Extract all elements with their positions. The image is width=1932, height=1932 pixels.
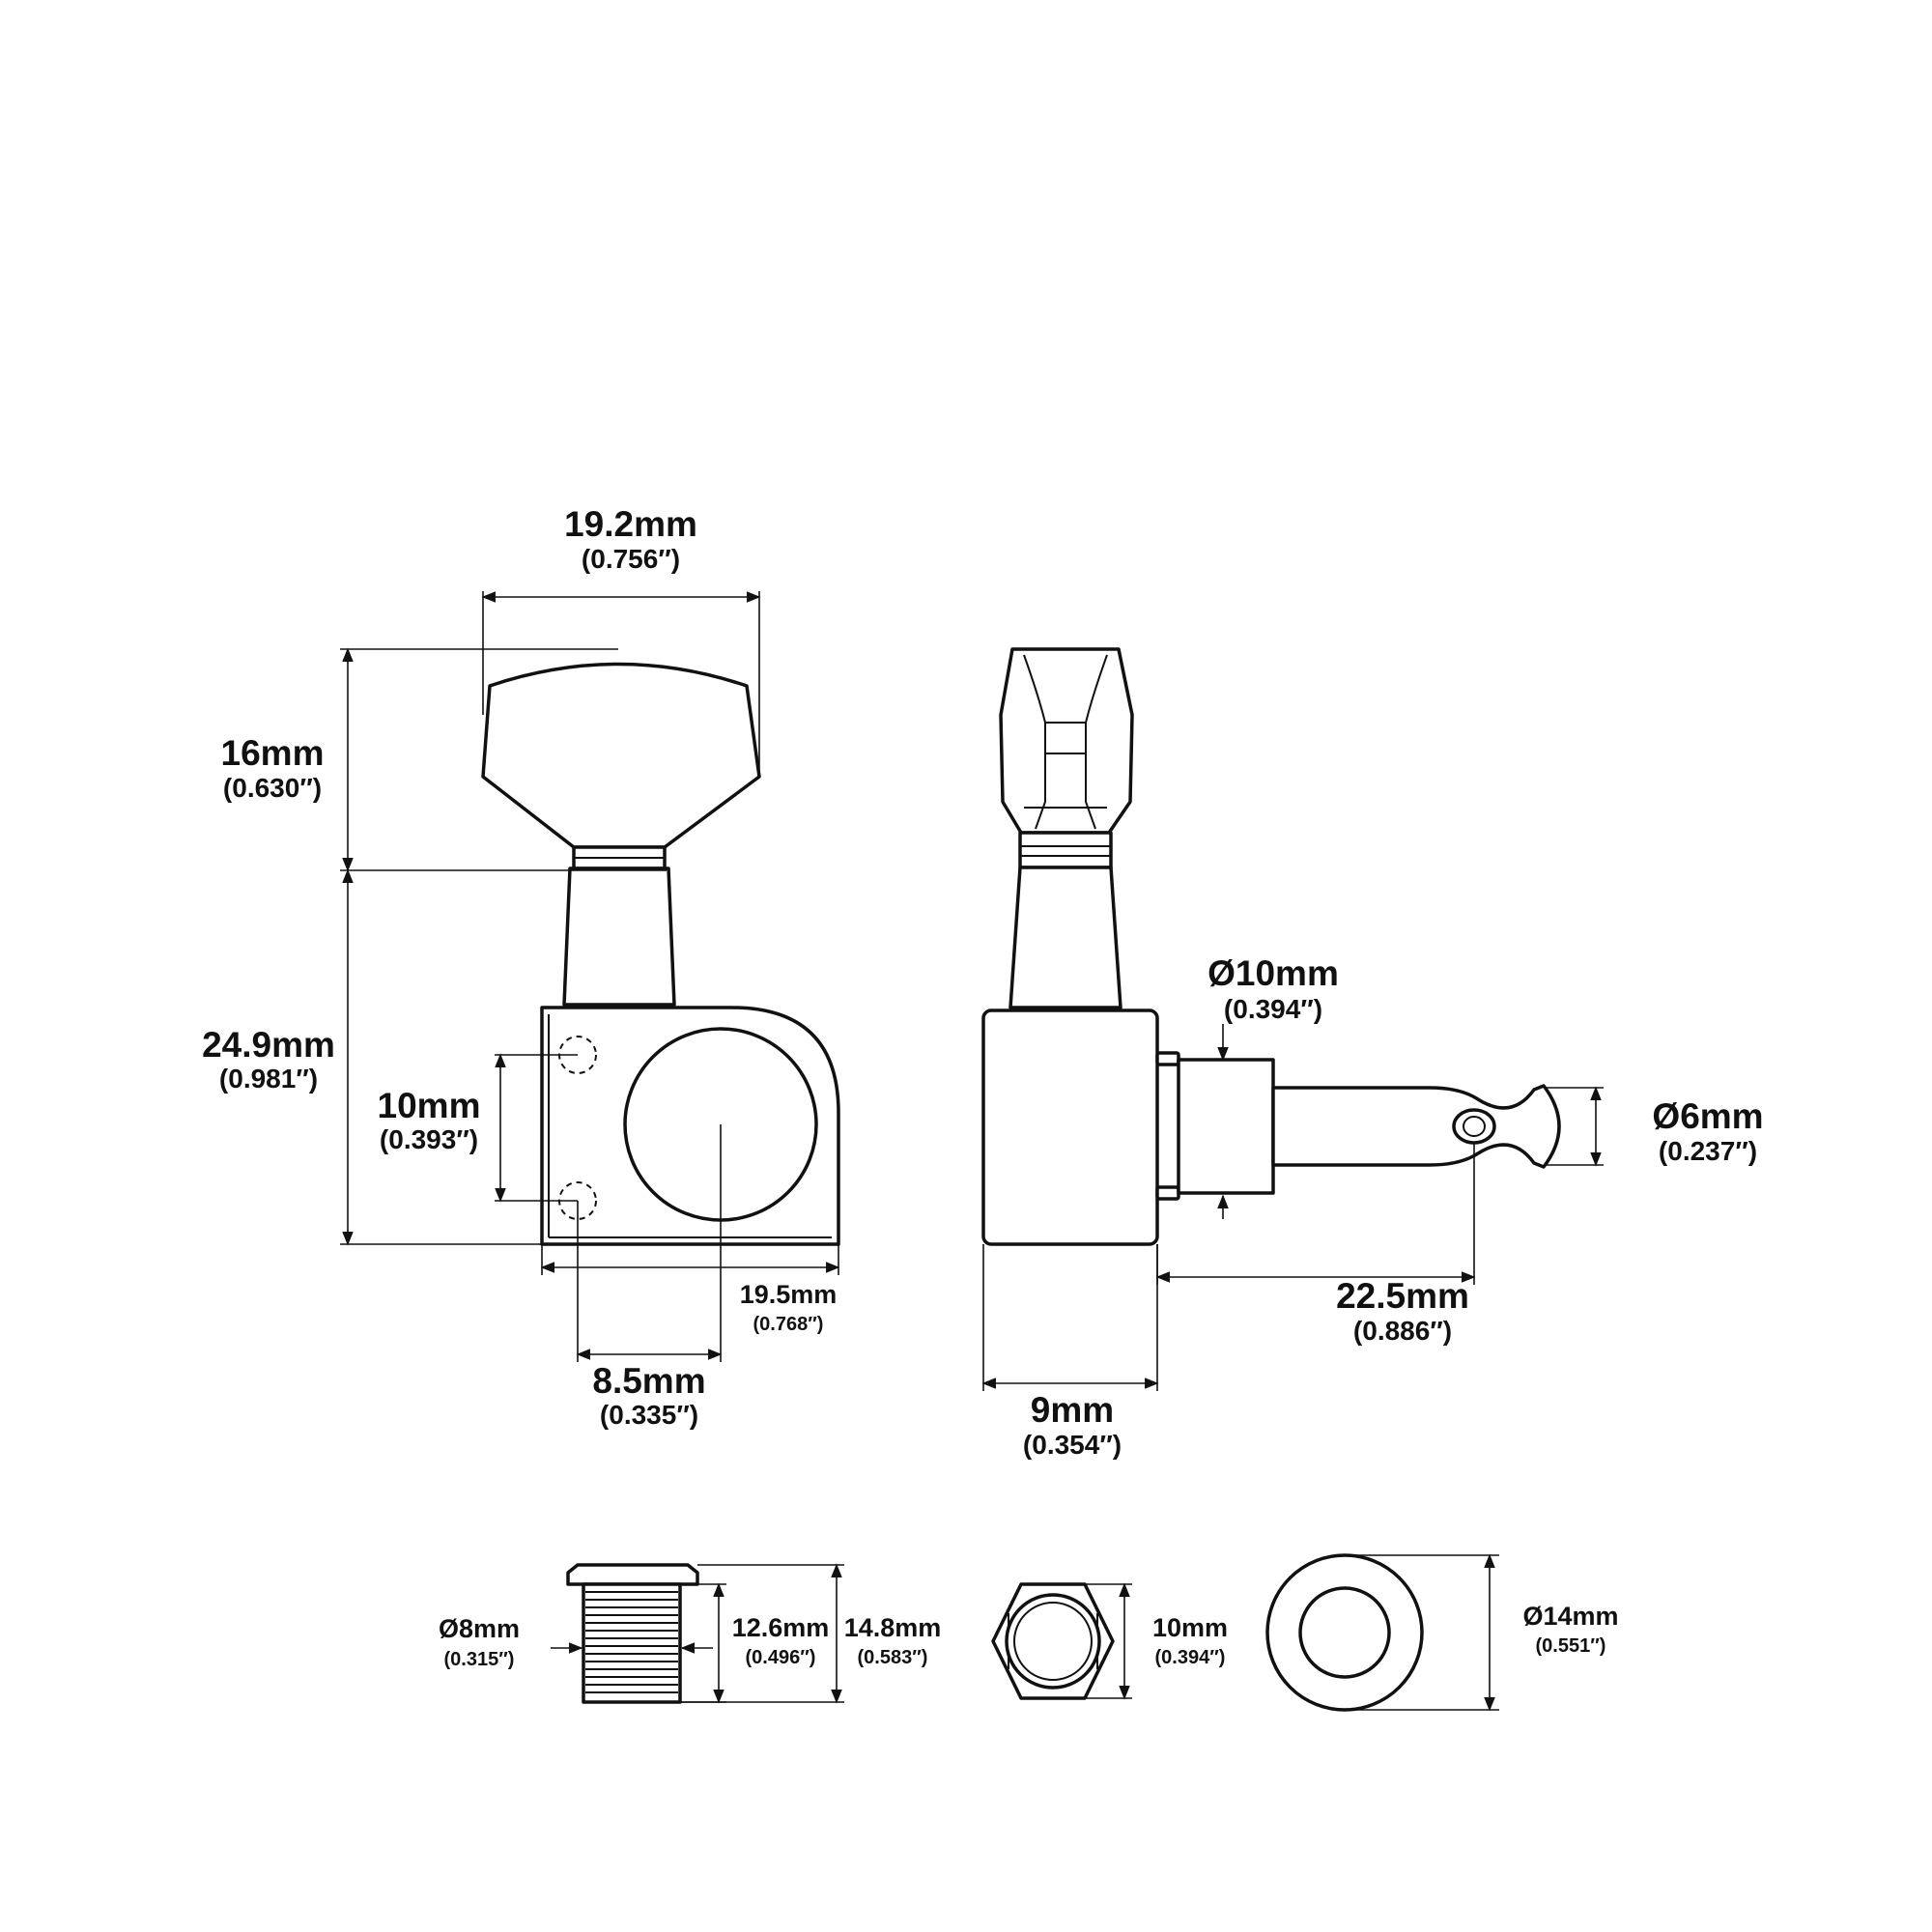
washer-hole: [1298, 1586, 1391, 1679]
thread-diameter-mm: Ø8mm: [439, 1614, 520, 1643]
body-height-mm: 24.9mm: [202, 1025, 335, 1065]
post-base-diameter-mm: Ø10mm: [1208, 953, 1339, 993]
button-side: [999, 647, 1134, 835]
thread-length-mm: 12.6mm: [732, 1613, 830, 1642]
screw-to-post-mm: 8.5mm: [592, 1361, 705, 1401]
thread-length-inch: (0.496″): [746, 1647, 816, 1668]
side-shaft: [1009, 866, 1122, 1009]
total-length-inch: (0.583″): [858, 1647, 928, 1668]
button-shaft: [562, 867, 676, 1007]
screw-to-post-inch: (0.335″): [600, 1400, 698, 1430]
body-width-mm: 19.5mm: [740, 1280, 838, 1309]
screw-spacing-mm: 10mm: [378, 1086, 481, 1125]
post-diameter-inch: (0.237″): [1659, 1136, 1757, 1166]
side-housing: [981, 1009, 1159, 1246]
button-height-inch: (0.630″): [223, 773, 322, 803]
body-height-inch: (0.981″): [219, 1064, 318, 1094]
string-post: [1271, 1084, 1561, 1169]
post-diameter-mm: Ø6mm: [1652, 1096, 1763, 1136]
string-hole: [1452, 1108, 1496, 1145]
button-width-inch: (0.756″): [582, 544, 680, 574]
post-base: [1177, 1058, 1275, 1195]
body-depth-inch: (0.354″): [1023, 1430, 1122, 1460]
post-base-diameter-inch: (0.394″): [1224, 994, 1322, 1024]
post-length-mm: 22.5mm: [1336, 1276, 1469, 1316]
button-height-mm: 16mm: [221, 733, 325, 773]
washer: Ø14mm (0.551″): [1265, 1553, 1619, 1712]
nut-width-inch: (0.394″): [1155, 1647, 1226, 1668]
bushing-thread: [582, 1582, 682, 1704]
hex-nut-hole: [1005, 1593, 1101, 1690]
hex-nut: 10mm (0.394″): [991, 1582, 1228, 1700]
front-view: 19.2mm (0.756″) 16mm (0.630″) 24.9mm (0.…: [202, 504, 840, 1430]
screw-spacing-inch: (0.393″): [380, 1124, 478, 1154]
body-depth-mm: 9mm: [1031, 1390, 1114, 1430]
side-view: Ø10mm (0.394″) Ø6mm (0.237″) 22.5mm (0.8…: [981, 647, 1764, 1460]
total-length-mm: 14.8mm: [844, 1613, 942, 1642]
button-width-mm: 19.2mm: [564, 504, 697, 544]
side-collar: [1018, 831, 1113, 869]
bushing-flange: [566, 1563, 699, 1586]
washer-diameter-mm: Ø14mm: [1522, 1602, 1618, 1631]
nut-width-mm: 10mm: [1152, 1613, 1228, 1642]
thread-diameter-inch: (0.315″): [444, 1649, 515, 1670]
post-length-inch: (0.886″): [1353, 1316, 1452, 1346]
tuning-button: [481, 662, 761, 849]
body-width-inch: (0.768″): [753, 1314, 824, 1335]
thread-lines: [585, 1591, 678, 1693]
washer-diameter-inch: (0.551″): [1536, 1635, 1606, 1657]
bushing: Ø8mm (0.315″) 12.6mm (0.496″) 14.8mm (0.…: [439, 1563, 942, 1704]
